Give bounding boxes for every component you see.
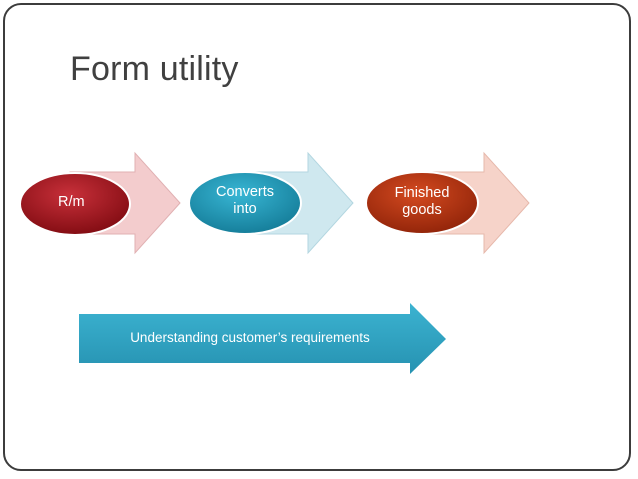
step2-label-line1: Converts	[215, 184, 275, 200]
step3-label-line1: Finished	[394, 185, 450, 201]
band-arrow-label: Understanding customer’s requirements	[130, 330, 370, 345]
step2-label-line2: into	[233, 201, 257, 217]
step3-oval	[365, 171, 479, 235]
step2-label: Converts into	[195, 184, 295, 218]
step3-label-line2: goods	[402, 202, 442, 218]
step3-label: Finished goods	[372, 185, 472, 219]
slide-title: Form utility	[70, 50, 239, 88]
step1-oval	[19, 172, 131, 236]
step2-oval	[188, 171, 302, 235]
step1-label: R/m	[30, 194, 110, 211]
band-arrow-shape	[79, 303, 446, 374]
step1-label-line1: R/m	[58, 194, 85, 210]
